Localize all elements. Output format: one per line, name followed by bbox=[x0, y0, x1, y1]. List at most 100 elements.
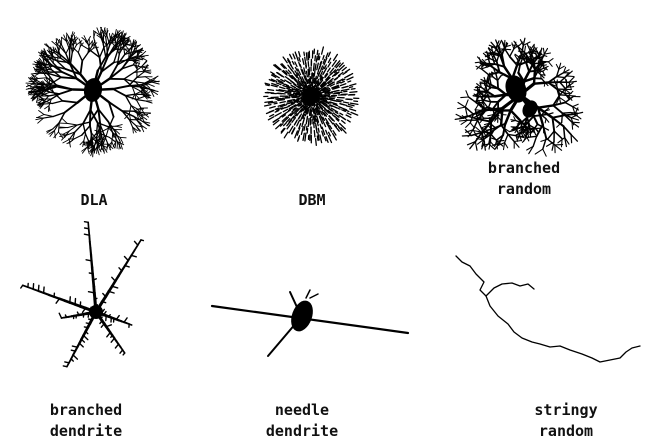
dla-branch bbox=[60, 90, 73, 94]
branched-random-branch bbox=[567, 76, 574, 77]
branched-dendrite-arm bbox=[88, 222, 89, 228]
dbm-needle bbox=[330, 98, 335, 99]
dla-branch bbox=[84, 134, 86, 141]
needle-dendrite-needle bbox=[310, 294, 318, 298]
dbm-needle bbox=[341, 89, 349, 90]
dbm-needle bbox=[323, 56, 324, 60]
dla-branch bbox=[59, 132, 63, 138]
dbm-needle bbox=[320, 135, 322, 143]
dbm-needle bbox=[284, 123, 287, 126]
branched-random-branch bbox=[573, 104, 579, 106]
dbm-needle bbox=[313, 109, 314, 113]
branched-random-branch bbox=[470, 123, 474, 128]
dbm-needle bbox=[334, 76, 340, 80]
dbm-needle bbox=[292, 86, 296, 88]
dbm-needle bbox=[315, 56, 316, 61]
dbm-needle bbox=[326, 137, 328, 143]
dbm-needle bbox=[314, 63, 315, 70]
dbm-needle bbox=[346, 115, 351, 118]
branched-random-branch bbox=[505, 110, 510, 123]
dbm-needle bbox=[295, 52, 296, 56]
dbm-needle bbox=[303, 133, 304, 140]
branched-dendrite-sidebranch bbox=[21, 285, 23, 288]
dbm-needle bbox=[333, 115, 335, 117]
dbm-needle bbox=[331, 100, 337, 101]
dbm-needle bbox=[265, 105, 271, 106]
branched-random-branch bbox=[527, 44, 530, 51]
dbm-needle bbox=[343, 118, 346, 120]
branched-random-branch bbox=[553, 105, 562, 113]
dbm-needle bbox=[293, 54, 295, 59]
dla-branch bbox=[90, 110, 91, 126]
dbm-needle bbox=[347, 74, 353, 77]
branched-random-branch bbox=[518, 65, 520, 73]
branched-dendrite-sidebranch bbox=[123, 353, 125, 355]
stringy-random-pattern bbox=[456, 256, 640, 362]
dbm-needle bbox=[280, 102, 285, 103]
branched-random-branch bbox=[535, 129, 539, 133]
branched-random-branch bbox=[543, 149, 546, 156]
branched-random-branch bbox=[565, 103, 572, 107]
dbm-needle bbox=[295, 67, 297, 71]
branched-dendrite-sidebranch bbox=[59, 313, 61, 318]
dbm-needle bbox=[328, 93, 332, 94]
branched-random-branch bbox=[497, 141, 504, 142]
dbm-needle bbox=[317, 63, 319, 70]
branched-random-branch bbox=[475, 62, 482, 63]
needle-dendrite-pattern bbox=[212, 290, 408, 356]
branched-random-branch bbox=[541, 139, 548, 141]
branched-random-branch bbox=[560, 95, 569, 96]
dla-branch bbox=[44, 117, 54, 119]
branched-random-label: branched random bbox=[444, 158, 604, 200]
branched-random-branch bbox=[487, 64, 495, 65]
branched-random-branch bbox=[548, 113, 553, 114]
dla-branch bbox=[114, 50, 118, 62]
dbm-needle bbox=[283, 57, 287, 63]
dbm-needle bbox=[304, 125, 305, 131]
dbm-pattern bbox=[264, 47, 359, 145]
stringy-random-label: stringy random bbox=[486, 400, 646, 442]
dla-branch bbox=[52, 101, 62, 104]
dla-branch bbox=[82, 53, 88, 61]
dbm-needle bbox=[313, 74, 314, 81]
branched-random-branch bbox=[462, 136, 471, 137]
branched-dendrite-arm bbox=[135, 245, 138, 250]
branched-dendrite-arm bbox=[131, 250, 134, 255]
dla-branch bbox=[67, 123, 77, 125]
dbm-needle bbox=[328, 52, 330, 56]
dbm-label: DBM bbox=[232, 190, 392, 211]
dbm-needle bbox=[277, 99, 283, 100]
branched-random-branch bbox=[465, 100, 468, 107]
dbm-needle bbox=[348, 81, 351, 82]
dla-branch bbox=[129, 105, 131, 113]
dbm-needle bbox=[297, 93, 301, 94]
dbm-needle bbox=[347, 113, 351, 115]
dbm-needle bbox=[294, 121, 297, 125]
branched-random-branch bbox=[458, 103, 465, 108]
dbm-needle bbox=[306, 126, 307, 130]
dbm-needle bbox=[326, 53, 328, 58]
dla-branch bbox=[116, 125, 123, 127]
dbm-needle bbox=[339, 73, 343, 76]
dla-branch bbox=[113, 89, 126, 96]
dbm-needle bbox=[328, 136, 331, 143]
dbm-needle bbox=[308, 119, 309, 127]
branched-random-branch bbox=[466, 123, 471, 128]
branched-random-branch bbox=[522, 45, 524, 54]
dla-branch bbox=[136, 100, 145, 101]
branched-dendrite-arm bbox=[23, 285, 28, 287]
dbm-needle bbox=[347, 77, 353, 80]
branched-random-branch bbox=[548, 131, 555, 139]
branched-random-branch bbox=[484, 142, 485, 150]
dbm-needle bbox=[304, 52, 305, 55]
branched-random-branch bbox=[469, 97, 477, 103]
dla-branch bbox=[48, 106, 49, 112]
dbm-needle bbox=[333, 93, 339, 94]
dla-branch bbox=[37, 84, 43, 85]
branched-random-branch bbox=[505, 143, 508, 148]
branched-random-branch bbox=[461, 97, 469, 98]
dbm-needle bbox=[316, 125, 317, 132]
branched-dendrite-seed bbox=[89, 305, 103, 319]
dla-branch bbox=[45, 44, 51, 49]
dbm-needle bbox=[295, 62, 297, 67]
